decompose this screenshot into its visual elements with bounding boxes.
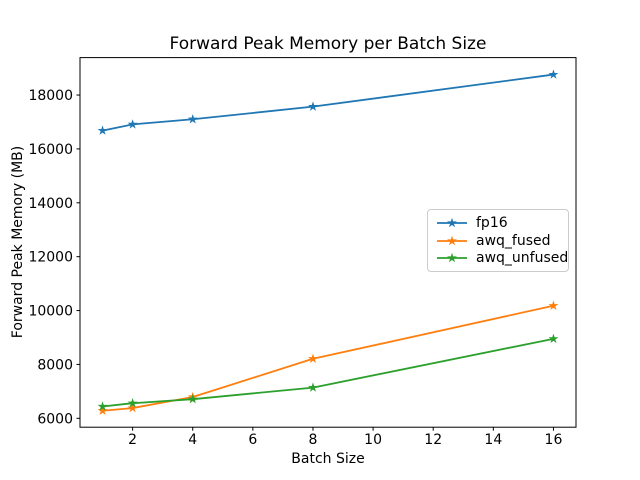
data-point-marker-awq_unfused: [127, 398, 138, 408]
legend-label: awq_unfused: [476, 250, 569, 267]
y-tick-label: 16000: [28, 142, 73, 158]
legend-item-fp16: fp16: [436, 214, 560, 232]
x-axis-label: Batch Size: [291, 451, 364, 467]
x-tick-label: 4: [188, 432, 197, 448]
data-point-marker-awq_unfused: [308, 382, 318, 392]
legend-line-sample: [437, 252, 467, 263]
data-point-marker-awq_fused: [548, 300, 559, 310]
data-point-marker-fp16: [97, 125, 108, 135]
x-tick-label: 10: [364, 432, 382, 448]
y-tick-label: 8000: [37, 357, 73, 373]
data-point-marker-awq_fused: [97, 405, 108, 415]
axis-ticks: 2 4 6 8 10 12 14 16 6000 8000 10000 12000 14000 16000…: [28, 88, 562, 448]
x-tick-label: 8: [309, 432, 318, 448]
legend-item-awq_unfused: awq_unfused: [436, 249, 568, 267]
legend-marker-icon: [447, 252, 457, 263]
data-point-marker-awq_fused: [127, 402, 138, 413]
legend-line-sample: [437, 217, 467, 228]
data-point-marker-awq_fused: [308, 353, 318, 363]
x-tick-label: 14: [484, 432, 502, 448]
series-line-awq_fused: [102, 304, 554, 412]
y-axis-label: Forward Peak Memory (MB): [10, 146, 26, 338]
data-point-marker-fp16: [548, 69, 559, 79]
legend-label: awq_fused: [476, 232, 551, 249]
legend-marker-icon: [447, 217, 457, 228]
legend-label: fp16: [476, 214, 508, 231]
y-tick-label: 14000: [28, 196, 73, 212]
legend-marker-icon: [447, 235, 457, 245]
data-point-marker-fp16: [187, 114, 198, 124]
y-tick-label: 6000: [37, 411, 73, 427]
x-tick-label: 2: [128, 432, 137, 448]
y-tick-label: 18000: [28, 88, 73, 104]
series-line-awq_unfused: [102, 337, 554, 408]
data-point-marker-awq_unfused: [548, 333, 559, 344]
y-tick-label: 10000: [28, 304, 73, 320]
plot-area-border: [79, 57, 577, 428]
legend-line-sample: [437, 235, 467, 245]
legend-item-awq_fused: awq_fused: [436, 232, 560, 250]
x-tick-label: 6: [248, 432, 257, 448]
data-point-marker-fp16: [127, 119, 138, 129]
x-tick-label: 16: [545, 432, 563, 448]
y-tick-label: 12000: [28, 250, 73, 266]
series-line-fp16: [102, 73, 554, 132]
x-tick-label: 12: [424, 432, 442, 448]
chart-title: Forward Peak Memory per Batch Size: [170, 34, 487, 54]
data-point-marker-awq_unfused: [97, 401, 108, 411]
data-series-layer: [97, 69, 559, 415]
data-point-marker-awq_unfused: [187, 393, 198, 404]
data-point-marker-fp16: [308, 101, 318, 111]
